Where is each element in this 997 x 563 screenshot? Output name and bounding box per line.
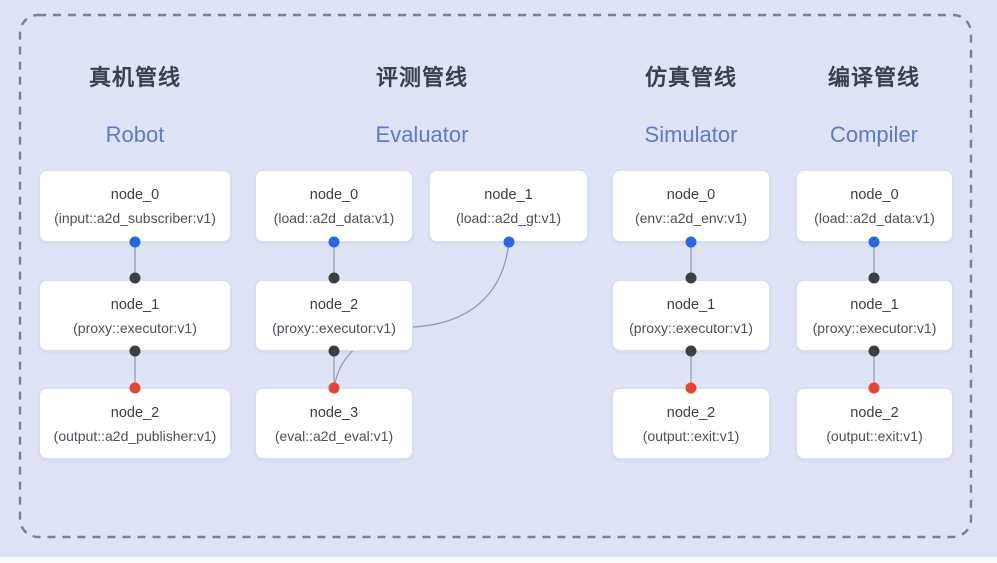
node-subtitle: (proxy::executor:v1) [812, 319, 937, 336]
port-dark-dot-compiler-1-in [868, 272, 880, 284]
bottom-card-edge [0, 557, 997, 563]
node-evaluator-2[interactable]: node_2 (proxy::executor:v1) [255, 280, 413, 351]
node-robot-1[interactable]: node_1 (proxy::executor:v1) [39, 280, 231, 351]
pipeline-header-en-evaluator: Evaluator [375, 122, 469, 147]
node-robot-2[interactable]: node_2 (output::a2d_publisher:v1) [39, 388, 231, 459]
node-compiler-2[interactable]: node_2 (output::exit:v1) [796, 388, 953, 459]
node-subtitle: (load::a2d_gt:v1) [455, 210, 562, 226]
port-dark-dot-evaluator-2-in [328, 272, 340, 284]
node-title: node_2 [309, 296, 359, 313]
port-blue-dot-evaluator-1-out [503, 236, 515, 248]
pipeline-header-en-robot: Robot [105, 122, 165, 147]
port-dark-dot-simulator-1-in [685, 272, 697, 284]
pipeline-header-en-simulator: Simulator [644, 122, 738, 147]
node-compiler-1[interactable]: node_1 (proxy::executor:v1) [796, 280, 953, 351]
node-simulator-0[interactable]: node_0 (env::a2d_env:v1) [612, 170, 770, 242]
node-compiler-0[interactable]: node_0 (load::a2d_data:v1) [796, 170, 953, 242]
port-dark-dot-robot-1-out [129, 345, 141, 357]
pipeline-header-zh-compiler: 编译管线 [827, 65, 921, 90]
port-dark-dot-simulator-1-out [685, 345, 697, 357]
port-dark-dot-robot-1-in [129, 272, 141, 284]
pipeline-header-zh-robot: 真机管线 [88, 65, 182, 90]
port-red-dot-evaluator-3-in [328, 382, 340, 394]
node-subtitle: (output::a2d_publisher:v1) [53, 427, 217, 444]
port-dark-dot-compiler-1-out [868, 345, 880, 357]
node-title: node_1 [110, 296, 160, 313]
node-subtitle: (load::a2d_data:v1) [814, 210, 935, 226]
node-title: node_1 [850, 296, 899, 313]
node-subtitle: (output::exit:v1) [642, 427, 740, 444]
port-red-dot-simulator-2-in [685, 382, 697, 394]
pipeline-header-en-compiler: Compiler [829, 122, 919, 147]
node-title: node_2 [110, 404, 160, 421]
port-dark-dot-evaluator-2-out [328, 345, 340, 357]
node-subtitle: (eval::a2d_eval:v1) [274, 427, 394, 444]
port-blue-dot-compiler-0-out [868, 236, 880, 248]
node-title: node_0 [110, 187, 160, 203]
node-subtitle: (output::exit:v1) [826, 427, 923, 444]
port-red-dot-robot-2-in [129, 382, 141, 394]
pipeline-header-zh-simulator: 仿真管线 [644, 65, 738, 90]
node-subtitle: (proxy::executor:v1) [629, 319, 753, 336]
node-subtitle: (input::a2d_subscriber:v1) [54, 210, 216, 226]
node-subtitle: (env::a2d_env:v1) [634, 210, 748, 226]
node-simulator-2[interactable]: node_2 (output::exit:v1) [612, 388, 770, 459]
node-simulator-1[interactable]: node_1 (proxy::executor:v1) [612, 280, 770, 351]
node-title: node_1 [484, 187, 533, 203]
node-title: node_1 [666, 296, 716, 313]
node-subtitle: (proxy::executor:v1) [272, 319, 396, 336]
port-blue-dot-robot-0-out [129, 236, 141, 248]
node-evaluator-3[interactable]: node_3 (eval::a2d_eval:v1) [255, 388, 413, 459]
node-title: node_2 [666, 404, 716, 421]
port-blue-dot-evaluator-0-out [328, 236, 340, 248]
node-title: node_3 [309, 404, 359, 421]
node-title: node_0 [309, 187, 359, 203]
pipeline-header-zh-evaluator: 评测管线 [375, 65, 469, 90]
port-blue-dot-simulator-0-out [685, 236, 697, 248]
node-title: node_0 [850, 187, 899, 203]
node-subtitle: (load::a2d_data:v1) [273, 210, 395, 226]
node-title: node_0 [666, 187, 716, 203]
node-evaluator-1[interactable]: node_1 (load::a2d_gt:v1) [429, 170, 588, 242]
node-evaluator-0[interactable]: node_0 (load::a2d_data:v1) [255, 170, 413, 242]
port-red-dot-compiler-2-in [868, 382, 880, 394]
node-subtitle: (proxy::executor:v1) [73, 319, 197, 336]
node-robot-0[interactable]: node_0 (input::a2d_subscriber:v1) [39, 170, 231, 242]
node-title: node_2 [850, 404, 899, 421]
